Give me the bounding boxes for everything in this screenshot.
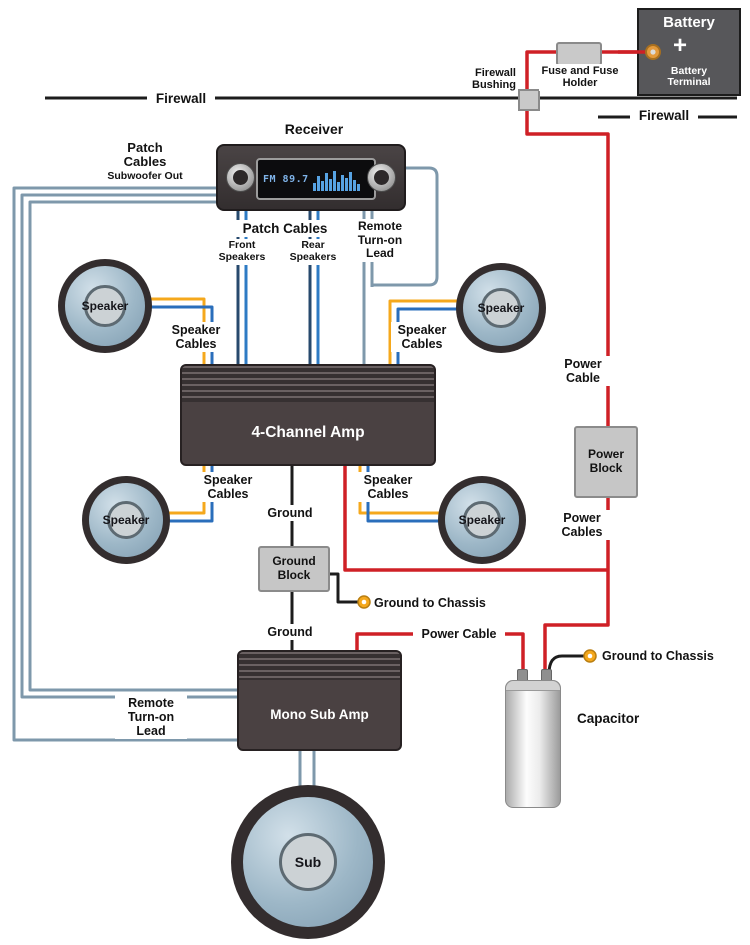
speaker-front-right: Speaker — [456, 263, 546, 353]
battery-plus-symbol: + — [673, 32, 688, 59]
capacitor-label: Capacitor — [575, 710, 669, 728]
spectrum-bars — [312, 167, 369, 191]
remote-turn-on-lead-label-top: Remote Turn-on Lead — [348, 219, 412, 262]
subwoofer: Sub — [231, 785, 385, 939]
ground-label-lower: Ground — [260, 624, 320, 641]
four-channel-amp-label: 4-Channel Amp — [251, 424, 365, 441]
receiver: FM 89.7 — [216, 144, 406, 211]
speaker-cone — [444, 482, 520, 558]
frequency-display: FM 89.7 — [263, 173, 309, 185]
mono-sub-amp: Mono Sub Amp — [237, 650, 402, 751]
speaker-rear-left: Speaker — [82, 476, 170, 564]
receiver-title: Receiver — [262, 121, 366, 139]
ground-label-upper: Ground — [260, 505, 320, 522]
rear-speakers-label: Rear Speakers — [280, 239, 346, 265]
speaker-label: Speaker — [81, 299, 129, 313]
subwoofer-patch-cable-2 — [28, 200, 237, 692]
patch-cables-text: Patch Cables — [123, 140, 167, 170]
speaker-cables-label-front-left: Speaker Cables — [165, 322, 227, 353]
mono-sub-amp-label: Mono Sub Amp — [270, 707, 369, 722]
patch-cables-subwoofer-label: Patch Cables Subwoofer Out — [97, 140, 193, 184]
remote-lead-loop — [372, 166, 439, 287]
speaker-cables-label-front-right: Speaker Cables — [391, 322, 453, 353]
power-block: Power Block — [574, 426, 638, 498]
firewall-label-left: Firewall — [147, 90, 215, 108]
front-speakers-label: Front Speakers — [209, 239, 275, 265]
receiver-display: FM 89.7 — [256, 158, 376, 200]
fuse-holder-label: Fuse and Fuse Holder — [539, 64, 621, 91]
amp-heatsink-fins — [182, 366, 434, 402]
power-block-to-capacitor — [543, 492, 610, 676]
ground-to-chassis-label-1: Ground to Chassis — [372, 595, 526, 612]
speaker-dust-cap — [278, 832, 338, 892]
speaker-dust-cap — [481, 288, 521, 328]
speaker-cone — [462, 269, 540, 347]
battery-terminal-label: Battery Terminal — [667, 64, 711, 89]
firewall-bushing-label: Firewall Bushing — [450, 66, 518, 93]
capacitor-to-chassis — [547, 654, 584, 675]
ground-block: Ground Block — [258, 546, 330, 592]
speaker-cables-label-rear-left: Speaker Cables — [197, 472, 259, 503]
ground-cables-paths — [290, 462, 584, 675]
patch-cables-bottom-label: Patch Cables — [231, 220, 339, 238]
power-cable-label-top: Power Cable — [556, 356, 610, 387]
speaker-label: Speaker — [458, 513, 506, 527]
speaker-cone — [88, 482, 164, 558]
speaker-cables-label-rear-right: Speaker Cables — [357, 472, 419, 503]
sub-label: Sub — [294, 854, 322, 870]
ground-to-chassis-label-2: Ground to Chassis — [600, 648, 750, 665]
power-block-to-4ch-amp — [343, 462, 608, 572]
subwoofer-out-text: Subwoofer Out — [107, 169, 183, 182]
fuse-holder — [556, 42, 602, 66]
battery: Battery + Battery Terminal — [637, 8, 741, 96]
speaker-cone — [242, 796, 374, 928]
speaker-dust-cap — [84, 285, 126, 327]
speaker-rear-right: Speaker — [438, 476, 526, 564]
speaker-front-left: Speaker — [58, 259, 152, 353]
remote-lead-left-path — [12, 186, 237, 742]
capacitor-top — [506, 681, 560, 691]
volume-knob — [226, 163, 255, 192]
knob-center — [374, 170, 389, 185]
speaker-dust-cap — [462, 500, 502, 540]
speaker-label: Speaker — [102, 513, 150, 527]
remote-turn-on-lead-label-left: Remote Turn-on Lead — [115, 695, 187, 740]
speaker-label: Speaker — [477, 301, 525, 315]
tuning-knob — [367, 163, 396, 192]
speaker-cone — [65, 266, 145, 346]
power-cable-label-bottom: Power Cable — [413, 626, 505, 643]
speaker-dust-cap — [106, 500, 146, 540]
power-cables-label: Power Cables — [554, 510, 610, 541]
capacitor — [505, 680, 561, 808]
battery-title: Battery — [663, 14, 715, 31]
firewall-label-right: Firewall — [630, 107, 698, 125]
amp-heatsink-fins — [239, 652, 400, 680]
ground-block-to-chassis — [326, 572, 358, 604]
knob-center — [233, 170, 248, 185]
firewall-bushing — [518, 89, 540, 111]
four-channel-amp: 4-Channel Amp — [180, 364, 436, 466]
